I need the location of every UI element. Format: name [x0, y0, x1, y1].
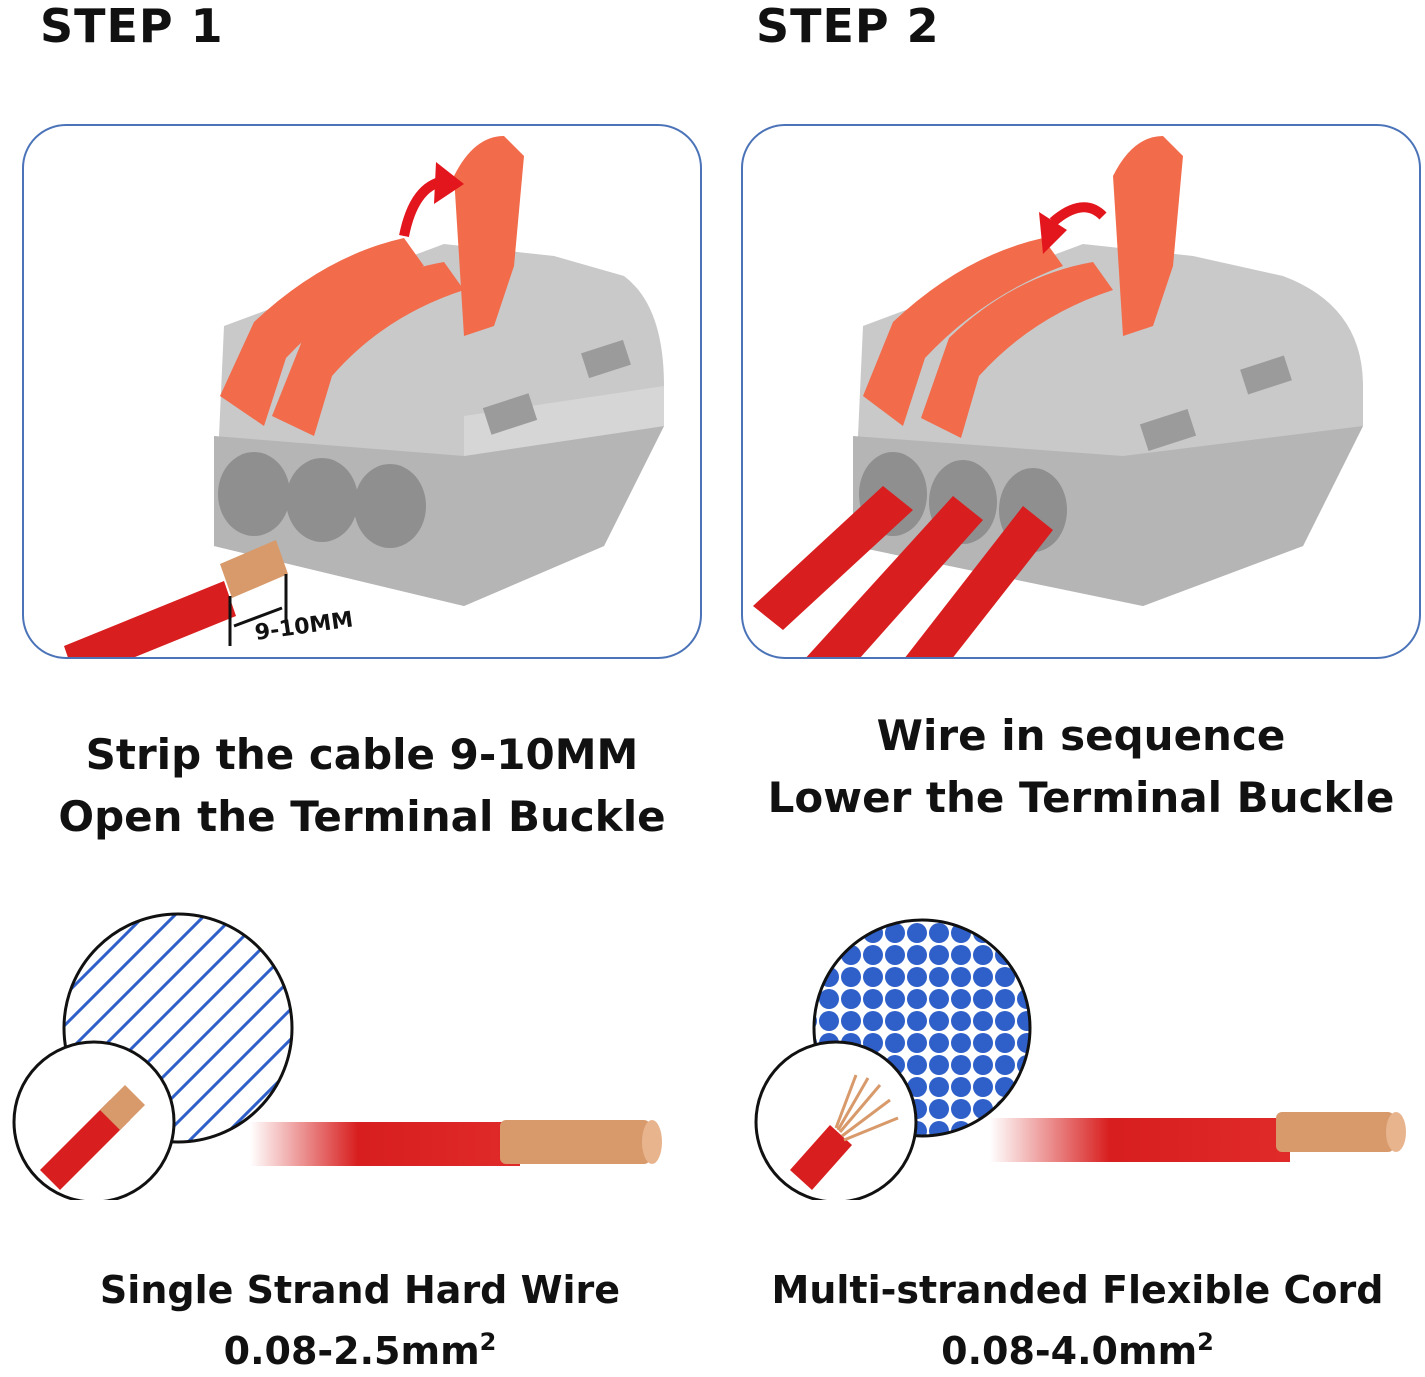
- step-2-panel: [741, 124, 1421, 659]
- single-strand-spec-exponent: 2: [479, 1328, 497, 1356]
- multi-strand-spec-value: 0.08-4.0mm: [941, 1329, 1198, 1373]
- rotate-arrow-icon: [1049, 202, 1107, 226]
- multi-strand-name: Multi-stranded Flexible Cord: [771, 1268, 1384, 1312]
- multi-strand-wire-illustration: [754, 918, 1406, 1200]
- single-strand-wire-illustration: [12, 912, 662, 1200]
- terminal-connector-icon: [753, 136, 1363, 657]
- step-2-caption-line-2: Lower the Terminal Buckle: [767, 773, 1395, 822]
- step-2-title: STEP 2: [756, 0, 940, 53]
- step-1-title: STEP 1: [40, 0, 224, 53]
- step-2-caption: Wire in sequence Lower the Terminal Buck…: [741, 705, 1421, 829]
- step-1-caption: Strip the cable 9-10MM Open the Terminal…: [22, 724, 702, 848]
- terminal-connector-icon: 9-10MM: [64, 136, 664, 657]
- step-1-caption-line-2: Open the Terminal Buckle: [58, 792, 666, 841]
- multi-strand-spec: 0.08-4.0mm2: [941, 1328, 1214, 1373]
- single-strand-name: Single Strand Hard Wire: [99, 1268, 621, 1312]
- single-strand-spec-value: 0.08-2.5mm: [223, 1329, 480, 1373]
- multi-strand-caption: Multi-stranded Flexible Cord 0.08-4.0mm2: [730, 1264, 1425, 1377]
- step-1-caption-line-1: Strip the cable 9-10MM: [85, 730, 639, 779]
- step-2-caption-line-1: Wire in sequence: [876, 711, 1286, 760]
- single-strand-caption: Single Strand Hard Wire 0.08-2.5mm2: [0, 1264, 720, 1377]
- step-1-panel: 9-10MM: [22, 124, 702, 659]
- multi-strand-spec-exponent: 2: [1197, 1328, 1214, 1356]
- single-strand-spec: 0.08-2.5mm2: [223, 1328, 497, 1373]
